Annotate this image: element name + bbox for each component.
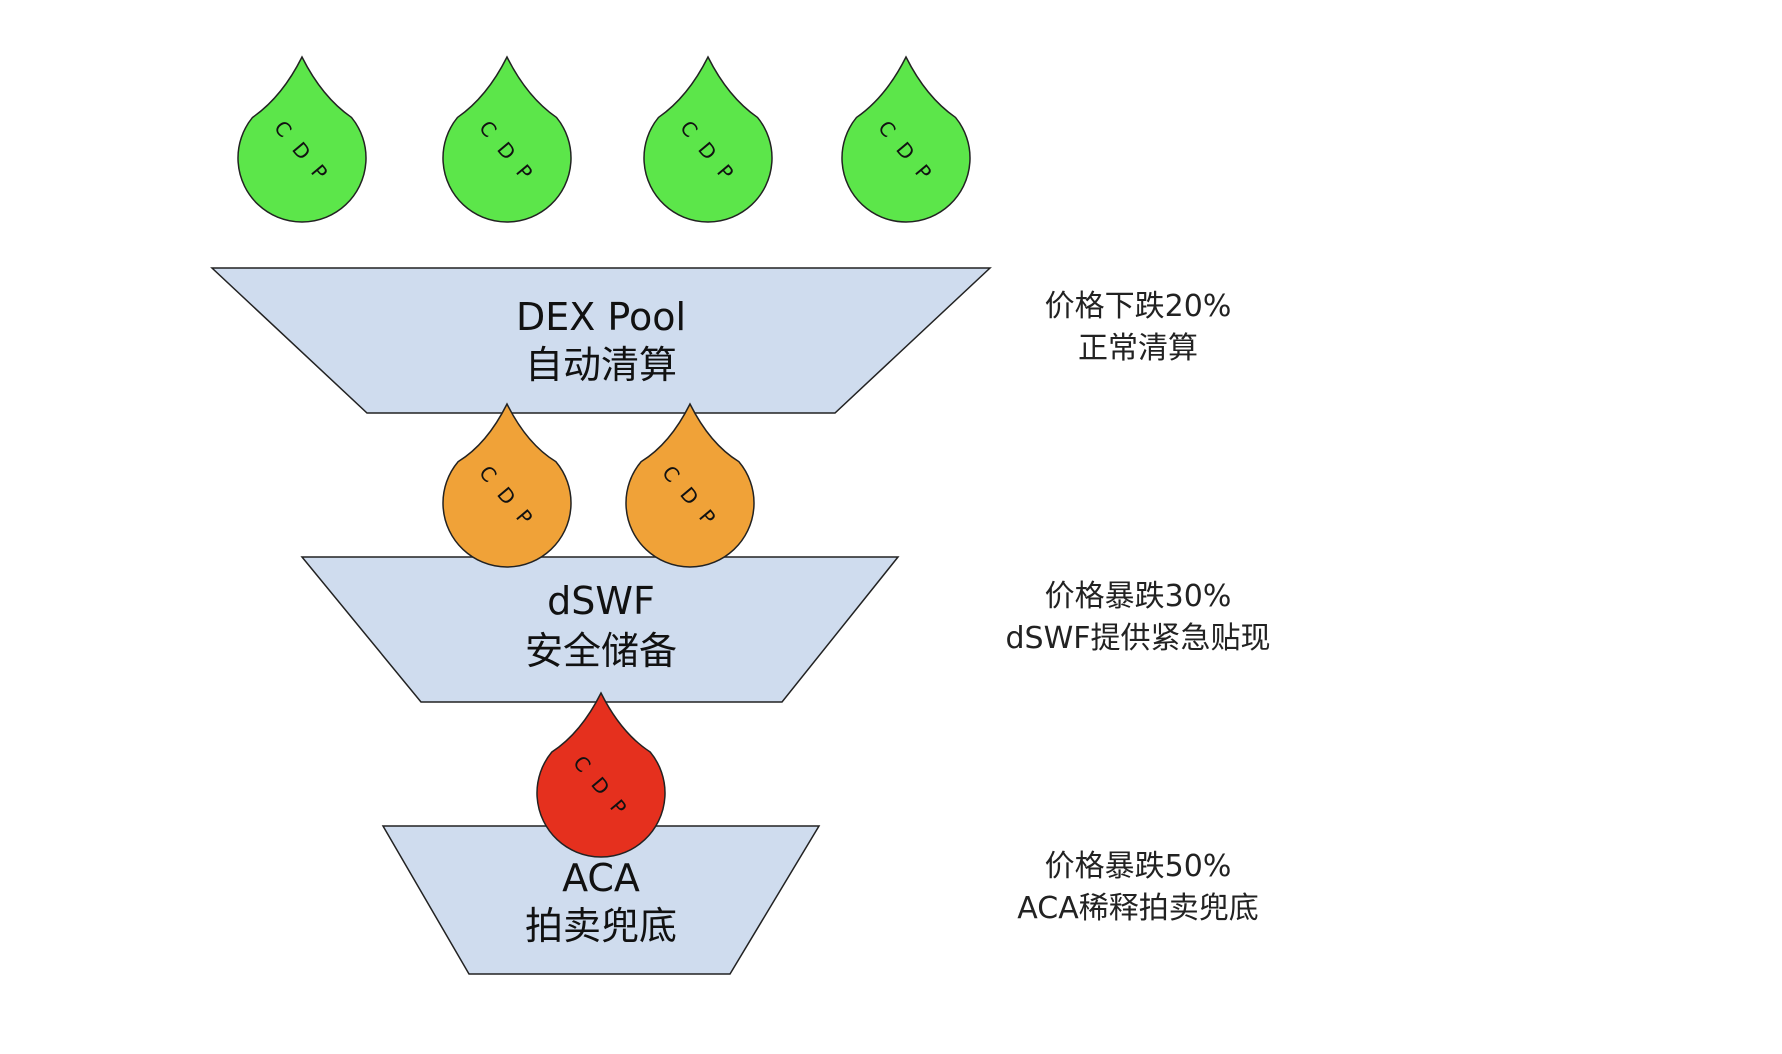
stage-aca	[381, 825, 821, 975]
note-dswf-line2: dSWF提供紧急贴现	[1005, 621, 1271, 656]
cdp-drop-red-1: CDP	[536, 691, 666, 858]
cdp-drop-green-2: CDP	[442, 55, 572, 223]
note-dex-pool-line1: 价格下跌20%	[1044, 289, 1232, 324]
drop-body	[643, 55, 773, 223]
note-dswf: 价格暴跌30% dSWF提供紧急贴现	[928, 576, 1348, 660]
stage-dswf-subtitle: 安全储备	[525, 629, 677, 673]
drop-body	[442, 55, 572, 223]
stage-dex-pool-subtitle: 自动清算	[525, 343, 677, 387]
cdp-drop-green-4: CDP	[841, 55, 971, 223]
note-dex-pool-line2: 正常清算	[1078, 331, 1198, 366]
stage-dswf: dSWF 安全储备	[300, 556, 900, 703]
stage-aca-labels: ACA 拍卖兜底	[525, 856, 677, 948]
stage-dex-pool-title: DEX Pool	[516, 295, 686, 339]
note-dswf-line1: 价格暴跌30%	[1044, 579, 1232, 614]
cdp-drop-orange-2: CDP	[625, 402, 755, 568]
cdp-drop-green-1: CDP	[237, 55, 367, 223]
stage-dswf-title: dSWF	[547, 579, 655, 623]
cdp-drop-orange-1: CDP	[442, 402, 572, 568]
drop-group-green: CDP CDP CDP CDP	[237, 55, 971, 223]
stage-aca-subtitle: 拍卖兜底	[525, 904, 677, 948]
stage-aca-title: ACA	[562, 856, 640, 900]
drop-body	[536, 691, 666, 858]
cdp-drop-green-3: CDP	[643, 55, 773, 223]
stage-dex-pool: DEX Pool 自动清算	[210, 267, 992, 414]
drop-group-red: CDP	[536, 691, 666, 858]
note-aca-line2: ACA稀释拍卖兜底	[1017, 891, 1259, 926]
note-aca-line1: 价格暴跌50%	[1044, 849, 1232, 884]
stage-aca-trapezoid	[381, 825, 821, 975]
drop-body	[841, 55, 971, 223]
note-dex-pool: 价格下跌20% 正常清算	[928, 286, 1348, 370]
drop-body	[442, 402, 572, 568]
drop-group-orange: CDP CDP	[442, 402, 755, 568]
drop-body	[625, 402, 755, 568]
stage-dex-pool-trapezoid	[210, 267, 992, 414]
drop-body	[237, 55, 367, 223]
note-aca: 价格暴跌50% ACA稀释拍卖兜底	[928, 846, 1348, 930]
